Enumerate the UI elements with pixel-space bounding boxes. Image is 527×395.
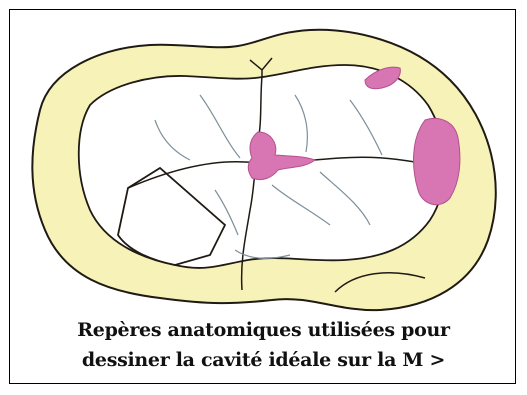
- marginal-ridge-mark: [414, 118, 460, 204]
- caption-line-2: dessiner la cavité idéale sur la M >: [10, 345, 517, 375]
- figure-frame: Repères anatomiques utilisées pour dessi…: [9, 9, 516, 384]
- figure-caption: Repères anatomiques utilisées pour dessi…: [10, 315, 517, 375]
- caption-line-1: Repères anatomiques utilisées pour: [10, 315, 517, 345]
